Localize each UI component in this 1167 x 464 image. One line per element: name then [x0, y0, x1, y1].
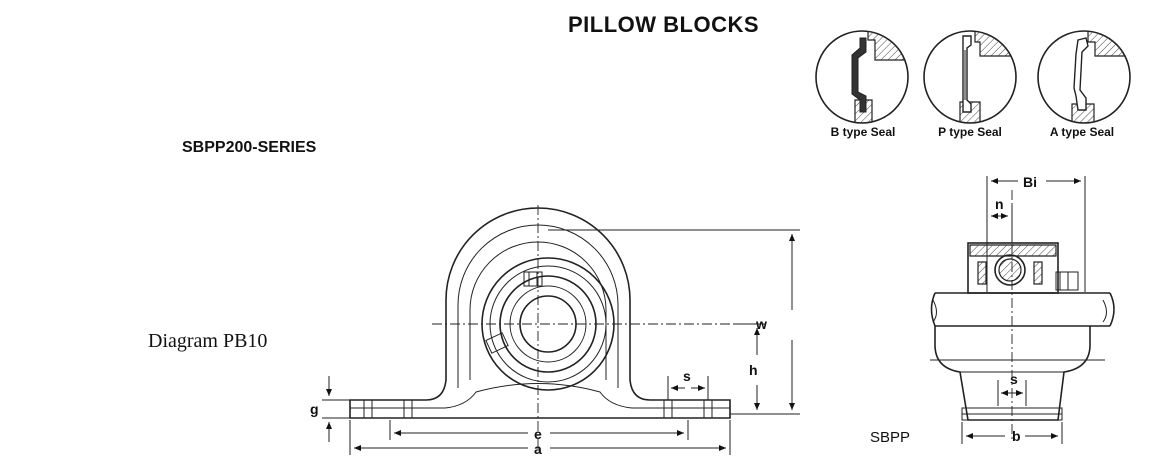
- seal-label-b: B type Seal: [830, 125, 896, 139]
- front-dimension-lines: [322, 229, 800, 455]
- dim-label-g: g: [310, 401, 319, 417]
- side-view-label: SBPP: [870, 429, 911, 446]
- dim-label-s-front: s: [683, 368, 691, 384]
- page-title: PILLOW BLOCKS: [568, 12, 760, 37]
- seal-label-a: A type Seal: [1049, 125, 1115, 139]
- dim-label-s-side: s: [1010, 371, 1018, 387]
- dim-label-h: h: [749, 362, 758, 378]
- diagram-label: Diagram PB10: [148, 330, 268, 352]
- a-type-seal-icon: [1037, 30, 1131, 124]
- series-label: SBPP200-SERIES: [182, 139, 317, 156]
- seal-label-p: P type Seal: [938, 125, 1002, 139]
- dim-label-bi: Bi: [1023, 174, 1037, 190]
- b-type-seal-icon: [815, 30, 909, 124]
- side-view-drawing: [930, 190, 1115, 440]
- dim-label-n: n: [995, 196, 1004, 212]
- p-type-seal-icon: [923, 30, 1017, 124]
- side-dimension-lines: [961, 176, 1086, 444]
- dim-label-b: b: [1012, 428, 1021, 444]
- front-view-drawing: [349, 205, 735, 455]
